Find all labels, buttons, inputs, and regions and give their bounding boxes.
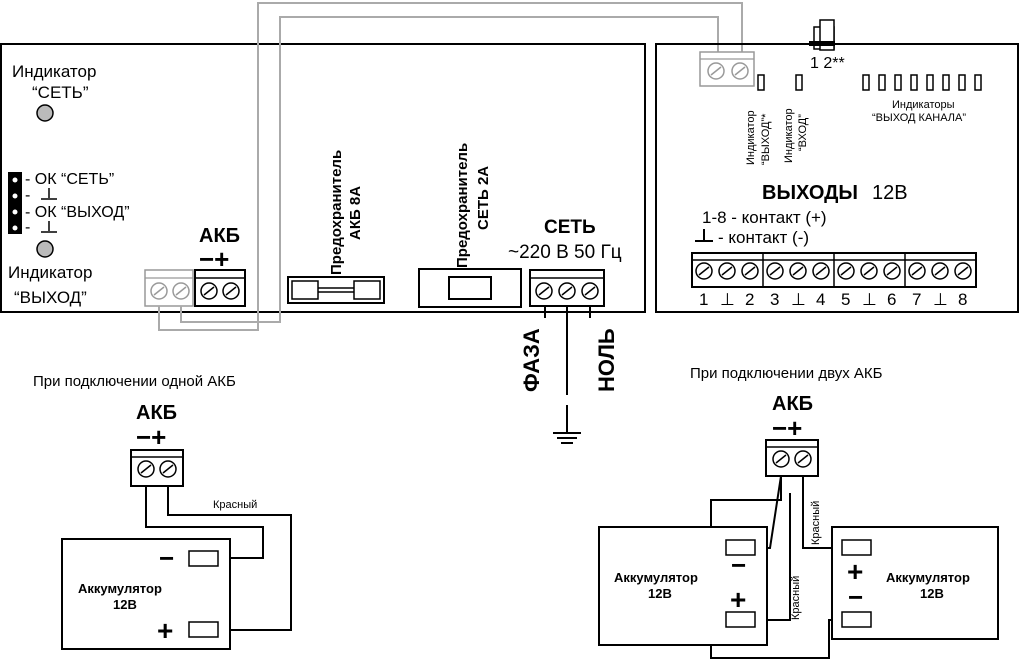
dual-left-minus-sign: − <box>731 550 746 580</box>
dual-right-minus-sign: − <box>848 582 863 612</box>
single-battery-minus-post <box>188 550 219 567</box>
fuse-akb-rating: АКБ 8А <box>347 186 364 240</box>
jumper-legend <box>8 172 22 234</box>
mains-wires <box>544 306 591 395</box>
indicator-out-label: Индикатор <box>8 263 92 282</box>
terminal-label: 3 <box>770 290 779 309</box>
terminal-label: 6 <box>887 290 896 309</box>
ground-symbol-mains <box>553 405 581 444</box>
terminal-label: 4 <box>816 290 825 309</box>
contact-minus-note: - контакт (-) <box>718 228 809 247</box>
terminal-numbers: 1 ⊥ 2 3 ⊥ 4 5 ⊥ 6 7 ⊥ 8 <box>699 290 967 309</box>
single-akb-label: АКБ <box>136 402 177 424</box>
dual-left-minus-post <box>725 539 756 556</box>
single-battery-diagram: При подключении одной АКБ АКБ −+ Красный… <box>33 373 292 650</box>
dual-left-battery-voltage: 12В <box>648 586 672 601</box>
dual-right-plus-post <box>841 539 872 556</box>
terminal-label: 1 <box>699 290 708 309</box>
dual-right-battery-voltage: 12В <box>920 586 944 601</box>
fuse-net <box>418 268 522 308</box>
phase-label: ФАЗА <box>519 328 544 392</box>
terminal-label: ⊥ <box>791 290 806 309</box>
terminal-label: 5 <box>841 290 850 309</box>
dual-battery-caption: При подключении двух АКБ <box>690 365 883 382</box>
led-input <box>795 74 803 91</box>
single-battery-caption: При подключении одной АКБ <box>33 373 236 390</box>
led-output <box>757 74 765 91</box>
akb-terminal-main <box>194 269 246 307</box>
outputs-voltage: 12В <box>872 182 908 204</box>
net-voltage: ~220 В 50 Гц <box>508 242 622 263</box>
indicator-net-sub: “СЕТЬ” <box>32 83 89 102</box>
ind-output-label: Индикатор <box>745 110 757 165</box>
dual-akb-terminal <box>765 439 819 477</box>
dual-left-battery-name: Аккумулятор <box>614 570 698 585</box>
dual-wire-label-a: Красный <box>810 501 822 545</box>
jumper-label: 1 2** <box>810 55 845 72</box>
single-battery-plus-sign: + <box>157 615 173 646</box>
single-akb-terminal <box>130 449 184 487</box>
link-terminal-right <box>699 51 755 87</box>
fuse-akb-label: Предохранитель <box>328 150 345 275</box>
legend-dash-b: - <box>25 219 30 236</box>
indicator-out-sub: “ВЫХОД” <box>14 288 87 307</box>
fuse-net-label: Предохранитель <box>454 143 471 268</box>
dual-right-minus-post <box>841 611 872 628</box>
bridge-wires <box>158 2 743 331</box>
legend-ok-net: - ОК “СЕТЬ” <box>25 171 114 188</box>
ind-output-sub: “ВЫХОД”* <box>760 113 772 165</box>
single-battery-plus-post <box>188 621 219 638</box>
legend-dash-a: - <box>25 187 30 204</box>
fuse-net-rating: СЕТЬ 2А <box>475 166 492 230</box>
dual-akb-polarity: −+ <box>772 413 802 443</box>
contact-plus-note: 1-8 - контакт (+) <box>702 208 827 227</box>
dual-akb-label: АКБ <box>772 393 813 415</box>
ind-input-sub: “ВХОД” <box>797 114 809 151</box>
terminal-label: ⊥ <box>720 290 735 309</box>
single-battery-voltage: 12В <box>113 597 137 612</box>
dual-right-battery-name: Аккумулятор <box>886 570 970 585</box>
fuse-akb <box>287 276 385 304</box>
indicator-out-led <box>36 240 54 258</box>
single-battery-minus-sign: − <box>159 543 174 573</box>
ind-channel-label: Индикаторы <box>892 99 955 111</box>
right-unit: 1 2** Индикатор “ВЫХОД”* Индикатор “ВХОД… <box>655 19 1019 313</box>
ground-symbol-a <box>41 188 57 200</box>
dual-left-plus-post <box>725 611 756 628</box>
ground-symbol-note <box>695 229 713 242</box>
net-terminal <box>529 269 605 307</box>
single-wires <box>145 486 292 631</box>
dual-battery-diagram: При подключении двух АКБ АКБ −+ Красный … <box>598 365 999 659</box>
left-unit: Индикатор “СЕТЬ” - ОК “СЕТЬ” - - ОК “ВЫХ… <box>0 43 646 313</box>
outputs-title: ВЫХОДЫ <box>762 182 858 204</box>
outputs-terminal <box>691 252 977 288</box>
terminal-label: ⊥ <box>862 290 877 309</box>
jumper <box>809 19 835 51</box>
terminal-label: 7 <box>912 290 921 309</box>
terminal-label: 8 <box>958 290 967 309</box>
akb-label-main: АКБ <box>199 225 240 247</box>
single-akb-polarity: −+ <box>136 422 166 452</box>
ind-input-label: Индикатор <box>783 108 795 163</box>
net-label: СЕТЬ <box>544 217 596 238</box>
led-channel-row <box>862 74 982 91</box>
single-battery-name: Аккумулятор <box>78 581 162 596</box>
single-wire-label: Красный <box>213 499 257 511</box>
left-unit-frame <box>0 43 646 313</box>
right-unit-frame <box>655 43 1019 313</box>
neutral-label: НОЛЬ <box>594 328 619 392</box>
indicator-net-label: Индикатор <box>12 62 96 81</box>
terminal-label: ⊥ <box>933 290 948 309</box>
legend-ok-out: - ОК “ВЫХОД” <box>25 204 130 221</box>
indicator-net-led <box>36 104 54 122</box>
dual-left-plus-sign: + <box>730 584 746 615</box>
dual-right-plus-sign: + <box>847 556 863 587</box>
ind-channel-sub: “ВЫХОД КАНАЛА” <box>872 112 966 124</box>
terminal-label: 2 <box>745 290 754 309</box>
link-terminal-left <box>144 269 194 307</box>
dual-wire-label-b: Красный <box>790 576 802 620</box>
ground-symbol-b <box>41 221 57 233</box>
